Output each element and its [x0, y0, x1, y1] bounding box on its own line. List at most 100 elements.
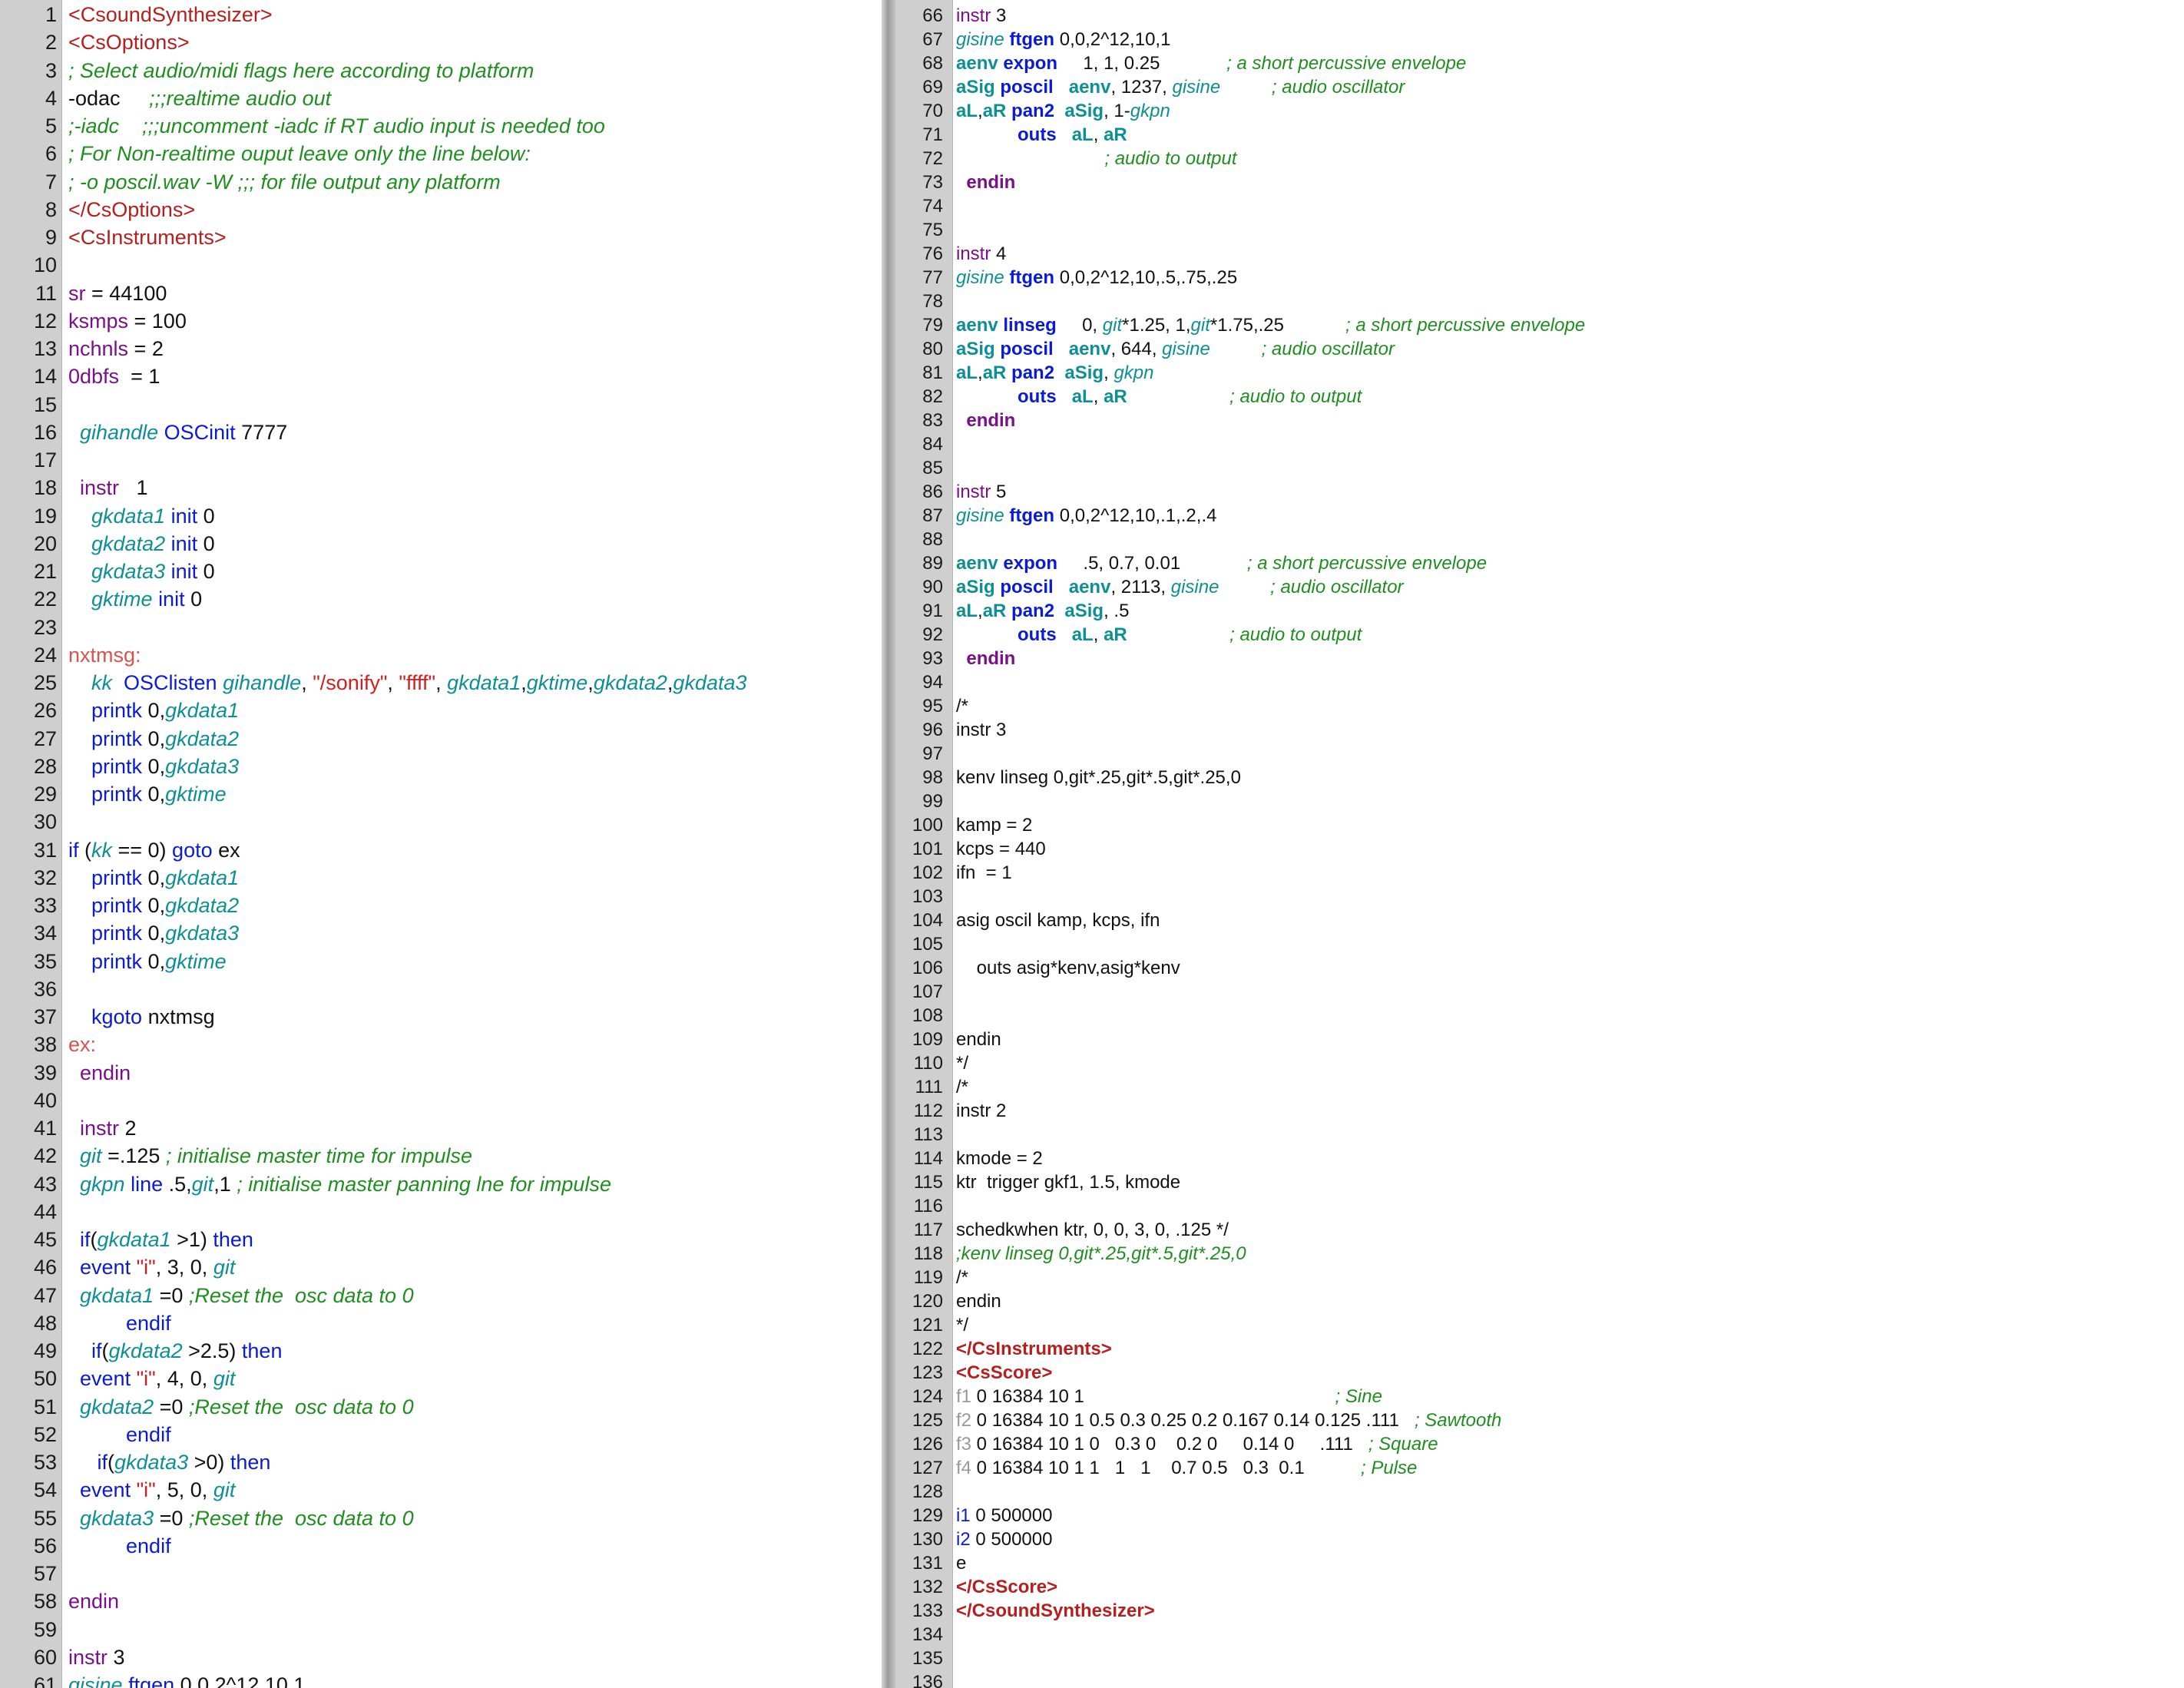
- code-line[interactable]: 36: [0, 976, 882, 1004]
- code-line[interactable]: 103: [895, 885, 2184, 909]
- code-line[interactable]: 3; Select audio/midi flags here accordin…: [0, 58, 882, 85]
- code-line[interactable]: 9<CsInstruments>: [0, 224, 882, 252]
- code-line[interactable]: 110*/: [895, 1052, 2184, 1076]
- code-line[interactable]: 71 outs aL, aR: [895, 124, 2184, 147]
- code-line[interactable]: 122</CsInstruments>: [895, 1338, 2184, 1362]
- code-line[interactable]: 19 gkdata1 init 0: [0, 503, 882, 531]
- code-line[interactable]: 5;-iadc ;;;uncomment -iadc if RT audio i…: [0, 113, 882, 141]
- code-line[interactable]: 134: [895, 1623, 2184, 1647]
- code-line[interactable]: 45 if(gkdata1 >1) then: [0, 1226, 882, 1254]
- code-line[interactable]: 18 instr 1: [0, 475, 882, 502]
- code-line[interactable]: 17: [0, 447, 882, 475]
- code-line[interactable]: 33 printk 0,gkdata2: [0, 892, 882, 920]
- code-line[interactable]: 73 endin: [895, 171, 2184, 195]
- code-line[interactable]: 41 instr 2: [0, 1115, 882, 1143]
- code-line[interactable]: 46 event "i", 3, 0, git: [0, 1254, 882, 1282]
- code-line[interactable]: 42 git =.125 ; initialise master time fo…: [0, 1143, 882, 1170]
- editor-pane-left[interactable]: 1<CsoundSynthesizer>2<CsOptions>3; Selec…: [0, 0, 882, 1688]
- code-line[interactable]: 105: [895, 933, 2184, 957]
- code-line[interactable]: 128: [895, 1481, 2184, 1504]
- code-line[interactable]: 21 gkdata3 init 0: [0, 558, 882, 586]
- code-line[interactable]: 40: [0, 1087, 882, 1115]
- code-line[interactable]: 74: [895, 195, 2184, 219]
- code-line[interactable]: 43 gkpn line .5,git,1 ; initialise maste…: [0, 1171, 882, 1199]
- code-line[interactable]: 95/*: [895, 695, 2184, 719]
- code-line[interactable]: 113: [895, 1124, 2184, 1147]
- code-line[interactable]: 22 gktime init 0: [0, 586, 882, 614]
- code-line[interactable]: 25 kk OSClisten gihandle, "/sonify", "ff…: [0, 670, 882, 697]
- code-line[interactable]: 44: [0, 1199, 882, 1226]
- code-line[interactable]: 97: [895, 743, 2184, 766]
- code-line[interactable]: 99: [895, 790, 2184, 814]
- code-line[interactable]: 35 printk 0,gktime: [0, 948, 882, 976]
- code-line[interactable]: 57: [0, 1561, 882, 1588]
- code-line[interactable]: 54 event "i", 5, 0, git: [0, 1477, 882, 1504]
- code-line[interactable]: 30: [0, 809, 882, 836]
- code-line[interactable]: 15: [0, 392, 882, 419]
- code-line[interactable]: 52 endif: [0, 1422, 882, 1449]
- code-line[interactable]: 106 outs asig*kenv,asig*kenv: [895, 957, 2184, 981]
- code-line[interactable]: 48 endif: [0, 1310, 882, 1338]
- code-line[interactable]: 55 gkdata3 =0 ;Reset the osc data to 0: [0, 1505, 882, 1533]
- code-line[interactable]: 88: [895, 528, 2184, 552]
- code-line[interactable]: 1<CsoundSynthesizer>: [0, 2, 882, 29]
- code-line[interactable]: 16 gihandle OSCinit 7777: [0, 419, 882, 447]
- code-line[interactable]: 27 printk 0,gkdata2: [0, 726, 882, 753]
- code-line[interactable]: 119/*: [895, 1266, 2184, 1290]
- code-line[interactable]: 50 event "i", 4, 0, git: [0, 1365, 882, 1393]
- code-line[interactable]: 34 printk 0,gkdata3: [0, 920, 882, 948]
- code-line[interactable]: 75: [895, 219, 2184, 243]
- code-line[interactable]: 7; -o poscil.wav -W ;;; for file output …: [0, 169, 882, 197]
- code-line[interactable]: 23: [0, 614, 882, 642]
- code-line[interactable]: 10: [0, 252, 882, 280]
- code-line[interactable]: 26 printk 0,gkdata1: [0, 697, 882, 725]
- code-line[interactable]: 132</CsScore>: [895, 1576, 2184, 1600]
- code-line[interactable]: 53 if(gkdata3 >0) then: [0, 1449, 882, 1477]
- code-line[interactable]: 56 endif: [0, 1533, 882, 1561]
- code-line[interactable]: 123<CsScore>: [895, 1362, 2184, 1385]
- code-line[interactable]: 111/*: [895, 1076, 2184, 1100]
- code-line[interactable]: 28 printk 0,gkdata3: [0, 753, 882, 781]
- code-line[interactable]: 83 endin: [895, 409, 2184, 433]
- code-line[interactable]: 82 outs aL, aR ; audio to output: [895, 386, 2184, 409]
- code-line[interactable]: 121*/: [895, 1314, 2184, 1338]
- code-line[interactable]: 136: [895, 1671, 2184, 1688]
- code-line[interactable]: 32 printk 0,gkdata1: [0, 865, 882, 892]
- code-line[interactable]: 118;kenv linseg 0,git*.25,git*.5,git*.25…: [895, 1243, 2184, 1266]
- code-line[interactable]: 8</CsOptions>: [0, 197, 882, 224]
- code-line[interactable]: 78: [895, 290, 2184, 314]
- split-view-divider[interactable]: [882, 0, 895, 1688]
- code-line[interactable]: 4-odac ;;;realtime audio out: [0, 85, 882, 113]
- code-line[interactable]: 49 if(gkdata2 >2.5) then: [0, 1338, 882, 1365]
